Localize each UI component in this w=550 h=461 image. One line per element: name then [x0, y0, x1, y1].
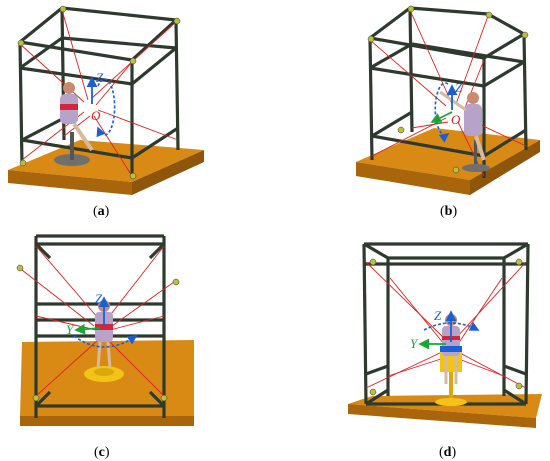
panel-d-axis-z: Z — [434, 308, 442, 323]
seat-post — [449, 372, 453, 398]
platform-side — [348, 404, 536, 428]
seat-post — [70, 132, 74, 160]
platform-top — [8, 140, 204, 182]
cable-robot-frame — [368, 6, 528, 178]
platform-side — [356, 162, 470, 195]
platform-top — [348, 394, 542, 418]
panel-c-caption: (c) — [94, 445, 110, 460]
platform-side-right — [132, 150, 204, 195]
y-axis-arrow — [74, 323, 101, 335]
seat-base — [462, 164, 490, 172]
rotation-arrow — [73, 335, 138, 348]
panel-b-axis-z: Z — [455, 80, 463, 95]
panel-d-caption: (d) — [439, 445, 456, 460]
panel-b-origin: O — [451, 112, 461, 127]
human-legs-right — [106, 341, 112, 369]
panel-d — [348, 242, 542, 428]
seat-post — [474, 140, 477, 168]
cables — [365, 261, 527, 389]
human-legs-left — [96, 341, 102, 369]
sensor-markers — [16, 264, 180, 402]
human-head — [467, 92, 479, 104]
panel-a — [8, 5, 204, 195]
panel-a-origin: O — [91, 108, 101, 123]
rotation-arrow — [96, 78, 116, 138]
sensor-markers — [369, 258, 523, 396]
cables — [369, 9, 527, 177]
human-arm — [439, 90, 467, 112]
sensor-markers — [17, 5, 181, 180]
human-harness — [60, 104, 78, 110]
panel-b-caption: (b) — [440, 204, 457, 219]
panel-b — [356, 5, 540, 195]
y-axis-arrow — [430, 111, 453, 123]
panel-d-axis-y: Y — [410, 336, 419, 351]
human-body — [464, 104, 482, 136]
cables — [21, 245, 175, 397]
human-harness — [440, 346, 462, 352]
rotation-arrow — [423, 322, 480, 331]
seat-base — [435, 398, 467, 406]
human-legs — [72, 122, 94, 152]
platform-top — [356, 128, 540, 180]
sensor-markers — [367, 5, 529, 174]
platform-side-right — [470, 140, 540, 195]
panel-c — [16, 234, 194, 426]
seat-base-inner — [94, 368, 114, 376]
platform-side — [20, 416, 194, 426]
panel-c-axis-y: Y — [66, 322, 75, 337]
panel-a-caption: (a) — [93, 204, 110, 219]
platform-side — [8, 170, 132, 195]
panel-a-axis-z: Z — [96, 70, 104, 85]
human-legs — [474, 135, 486, 161]
human-harness — [95, 324, 113, 330]
human-head — [63, 82, 75, 94]
panel-c-axis-z: Z — [95, 291, 103, 306]
rotation-arrow — [434, 82, 450, 143]
